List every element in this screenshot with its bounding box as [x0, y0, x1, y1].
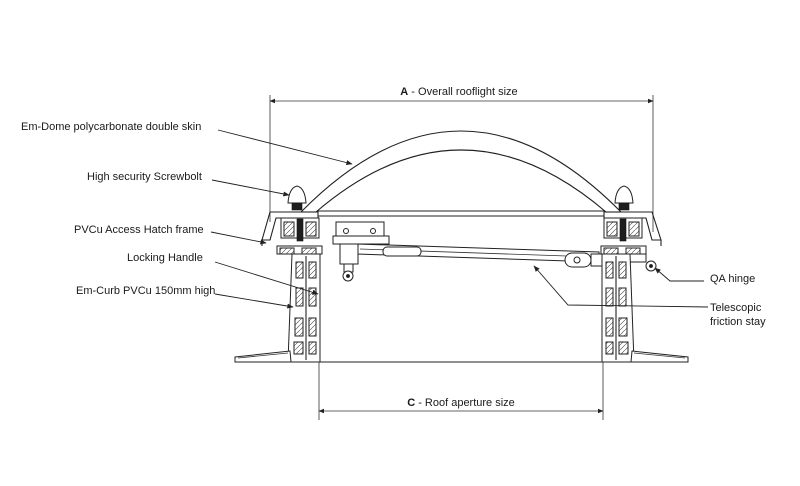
label-dome: Em-Dome polycarbonate double skin — [21, 121, 201, 133]
label-frame: PVCu Access Hatch frame — [74, 224, 204, 236]
curb-right — [600, 245, 689, 363]
telescopic-friction-stay — [356, 243, 606, 268]
label-handle: Locking Handle — [127, 252, 203, 264]
dimension-a-label: A - Overall rooflight size — [400, 86, 517, 98]
dimension-a: A - Overall rooflight size — [269, 86, 654, 232]
curb-left — [234, 245, 323, 363]
stay-bracket — [332, 221, 390, 245]
leader-lines — [210, 129, 709, 309]
label-screwbolt: High security Screwbolt — [87, 171, 202, 183]
screwbolt-right — [614, 185, 634, 211]
label-stay-line1: Telescopic — [710, 302, 762, 314]
access-hatch-frame — [261, 210, 662, 246]
dimension-c: C - Roof aperture size — [318, 362, 604, 420]
label-hinge: QA hinge — [710, 273, 755, 285]
label-curb: Em-Curb PVCu 150mm high — [76, 285, 215, 297]
label-stay-line2: friction stay — [710, 316, 766, 328]
locking-handle — [339, 243, 359, 282]
dimension-c-label: C - Roof aperture size — [407, 397, 515, 409]
dome-polycarbonate — [300, 130, 622, 213]
screwbolt-left — [287, 185, 307, 211]
